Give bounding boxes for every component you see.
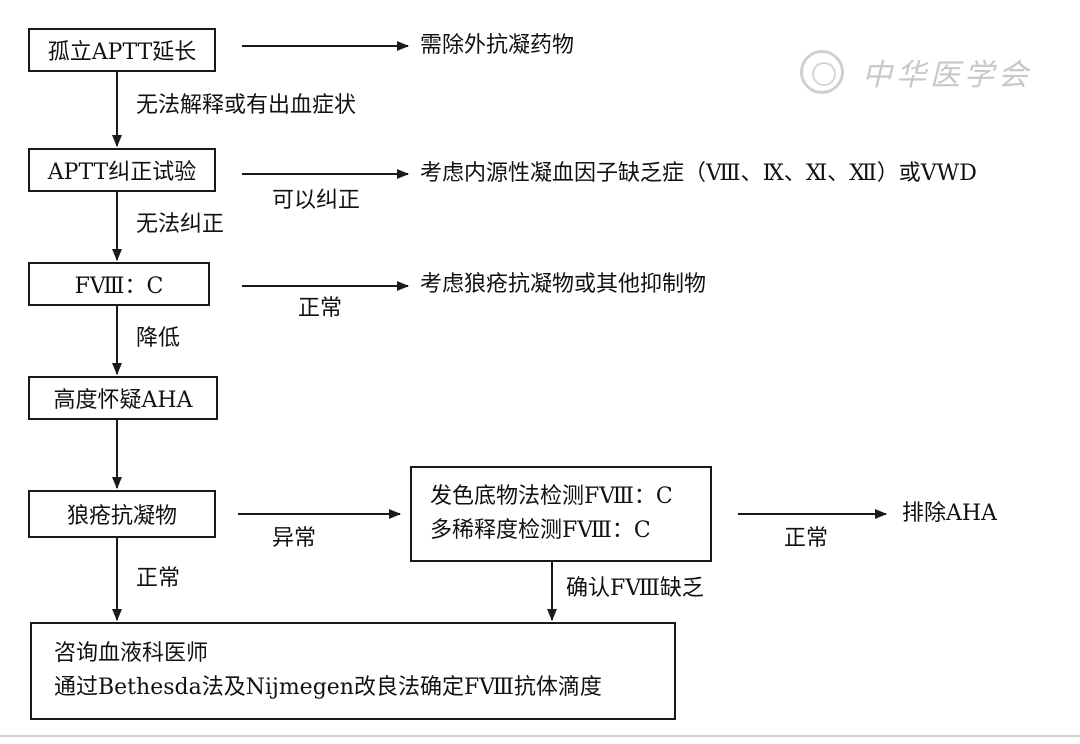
edge-label-decreased: 降低 — [136, 326, 181, 351]
node-aptt-correction: APTT纠正试验 — [28, 148, 216, 192]
edge-label-abnormal: 异常 — [272, 526, 317, 551]
node-consult-line-2: 通过Bethesda法及Nijmegen改良法确定FⅧ抗体滴度 — [54, 675, 602, 700]
node-f8c: FⅧ：C — [28, 262, 210, 306]
outcome-lupus-or-inhibitor: 考虑狼疮抗凝物或其他抑制物 — [420, 272, 707, 297]
edge-label-cannot-correct: 无法纠正 — [136, 212, 225, 237]
node-chromogenic: 发色底物法检测FⅧ：C 多稀释度检测FⅧ：C — [410, 466, 712, 562]
outcome-intrinsic-deficiency: 考虑内源性凝血因子缺乏症（Ⅷ、Ⅸ、Ⅺ、Ⅻ）或VWD — [420, 161, 977, 186]
edge-label-can-correct: 可以纠正 — [272, 188, 361, 213]
node-isolated-aptt-label: 孤立APTT延长 — [47, 40, 197, 65]
node-suspect-aha-label: 高度怀疑AHA — [53, 388, 193, 413]
bottom-rule — [0, 735, 1080, 737]
node-consult: 咨询血液科医师 通过Bethesda法及Nijmegen改良法确定FⅧ抗体滴度 — [30, 622, 676, 720]
node-f8c-label: FⅧ：C — [74, 274, 164, 299]
node-aptt-correction-label: APTT纠正试验 — [47, 160, 197, 185]
node-isolated-aptt: 孤立APTT延长 — [28, 28, 216, 72]
society-seal-icon — [800, 50, 844, 94]
node-chromogenic-line-2: 多稀释度检测FⅧ：C — [430, 518, 651, 543]
outcome-exclude-anticoag: 需除外抗凝药物 — [420, 33, 575, 58]
node-lupus: 狼疮抗凝物 — [28, 490, 216, 538]
edge-label-cannot-explain: 无法解释或有出血症状 — [136, 93, 357, 118]
edge-label-normal-lupus: 正常 — [136, 566, 181, 591]
outcome-exclude-aha: 排除AHA — [902, 501, 997, 526]
edge-label-normal-chromo: 正常 — [784, 526, 829, 551]
edge-label-normal-f8: 正常 — [298, 296, 343, 321]
node-chromogenic-line-1: 发色底物法检测FⅧ：C — [430, 484, 673, 509]
node-suspect-aha: 高度怀疑AHA — [28, 376, 218, 420]
node-consult-line-1: 咨询血液科医师 — [54, 641, 209, 666]
node-lupus-label: 狼疮抗凝物 — [66, 504, 177, 529]
watermark: 中华医学会 — [800, 50, 1032, 94]
watermark-text: 中华医学会 — [862, 58, 1032, 93]
edge-label-confirm-def: 确认FⅧ缺乏 — [566, 576, 704, 601]
